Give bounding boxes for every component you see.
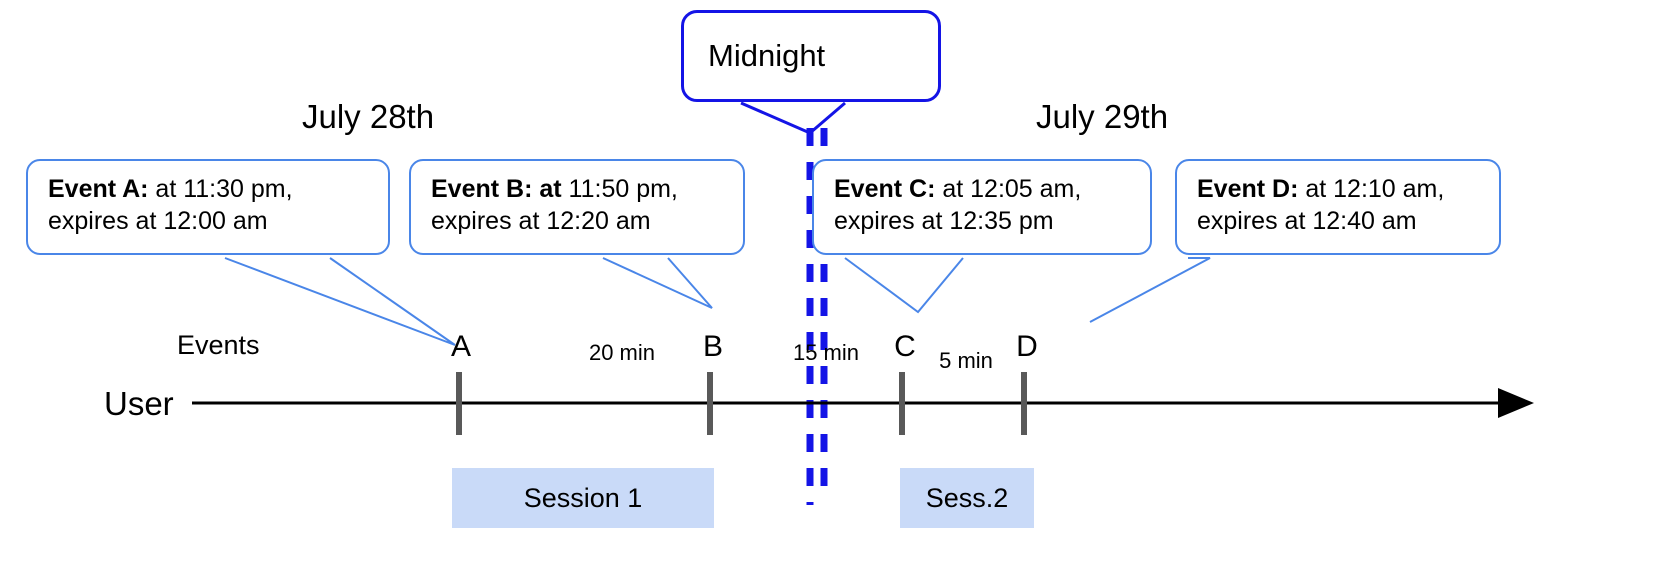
date-left-text: July 28th (302, 98, 435, 135)
callout-event-b: Event B: at 11:50 pm, expires at 12:20 a… (409, 159, 745, 255)
date-label-july-29: July 29th (1036, 98, 1168, 136)
midnight-bubble-tail (740, 101, 846, 135)
callout-event-c: Event C: at 12:05 am, expires at 12:35 p… (812, 159, 1152, 255)
callout-event-c-title: Event C: (834, 175, 936, 203)
user-row-label: User (104, 385, 174, 422)
midnight-callout: Midnight (681, 10, 941, 102)
tick-letter-b: B (702, 330, 724, 363)
session-box-2-label: Sess.2 (925, 482, 1009, 513)
tick-letter-a: A (450, 330, 472, 363)
callout-event-d-title: Event D: (1197, 175, 1299, 203)
midnight-callout-label: Midnight (708, 38, 826, 73)
callout-event-b-line1-rest: 11:50 pm, (561, 175, 678, 203)
callout-event-d: Event D: at 12:10 am, expires at 12:40 a… (1175, 159, 1501, 255)
session-box-1: Session 1 (452, 468, 714, 528)
callout-event-b-line1: Event B: at 11:50 pm, (431, 173, 727, 205)
callout-event-c-line2: expires at 12:35 pm (834, 207, 1054, 235)
callout-event-c-line1-rest: at 12:05 am, (935, 175, 1082, 203)
leader-line-d (1089, 257, 1211, 323)
tick-letter-d: D (1016, 330, 1038, 363)
callout-event-a: Event A: at 11:30 pm, expires at 12:00 a… (26, 159, 390, 255)
callout-event-a-line1-rest: at 11:30 pm, (148, 175, 293, 203)
interval-label-bc: 15 min (792, 340, 860, 365)
leader-line-c (844, 257, 964, 314)
callout-event-b-title: Event B: at (431, 175, 562, 203)
interval-label-cd: 5 min (939, 348, 993, 373)
callout-event-d-line1-rest: at 12:10 am, (1298, 175, 1445, 203)
date-label-july-28: July 28th (302, 98, 434, 136)
session-box-2: Sess.2 (900, 468, 1034, 528)
callout-event-d-line1: Event D: at 12:10 am, (1197, 173, 1483, 205)
interval-label-ab: 20 min (588, 340, 656, 365)
callout-event-a-line2: expires at 12:00 am (48, 207, 268, 235)
callout-event-c-line1: Event C: at 12:05 am, (834, 173, 1134, 205)
date-right-text: July 29th (1036, 98, 1169, 135)
session-box-1-label: Session 1 (523, 482, 643, 513)
events-row-label: Events (177, 330, 260, 360)
tick-letter-c: C (894, 330, 916, 363)
callout-event-b-line2: expires at 12:20 am (431, 207, 651, 235)
callout-event-d-line2: expires at 12:40 am (1197, 207, 1417, 235)
callout-event-a-title: Event A: (48, 175, 149, 203)
leader-line-b (602, 257, 713, 309)
callout-event-a-line1: Event A: at 11:30 pm, (48, 173, 372, 205)
